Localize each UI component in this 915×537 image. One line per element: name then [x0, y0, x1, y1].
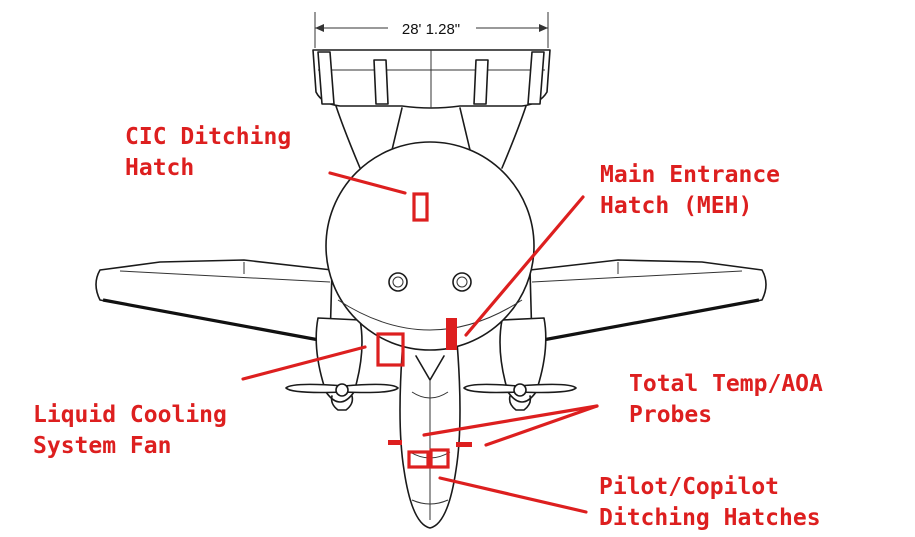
leader-lines	[241, 171, 599, 514]
cooling-fan-label: Liquid Cooling System Fan	[33, 402, 241, 459]
right-probe-marker	[456, 442, 472, 447]
copilot-hatch-marker	[429, 448, 450, 469]
cic-leader	[328, 171, 407, 195]
tail-assembly	[312, 49, 551, 169]
left-wing	[95, 259, 333, 344]
cic-hatch-marker	[412, 192, 429, 222]
callout-labels: CIC Ditching Hatch Main Entrance Hatch (…	[33, 124, 837, 531]
right-engine	[463, 317, 577, 411]
probes-leader-b	[484, 404, 599, 447]
left-probe-marker	[388, 440, 402, 445]
meh-leader	[464, 195, 585, 337]
cooling-fan-marker	[376, 332, 405, 367]
cooling-leader	[241, 345, 367, 381]
left-engine	[285, 317, 399, 411]
cic-hatch-label: CIC Ditching Hatch	[125, 124, 305, 181]
meh-label: Main Entrance Hatch (MEH)	[600, 162, 794, 219]
wingspan-dimension: 28' 1.28"	[314, 12, 549, 48]
probes-leader-a	[422, 404, 599, 437]
rotodome	[325, 141, 535, 351]
annotation-markers	[376, 192, 472, 469]
pilot-hatches-label: Pilot/Copilot Ditching Hatches	[599, 474, 821, 531]
pilot-hatch-marker	[407, 450, 430, 469]
probes-label: Total Temp/AOA Probes	[629, 371, 837, 428]
dimension-label: 28' 1.28"	[402, 21, 460, 38]
meh-marker	[446, 318, 457, 350]
right-wing	[529, 259, 767, 344]
pilot-leader	[438, 476, 588, 514]
